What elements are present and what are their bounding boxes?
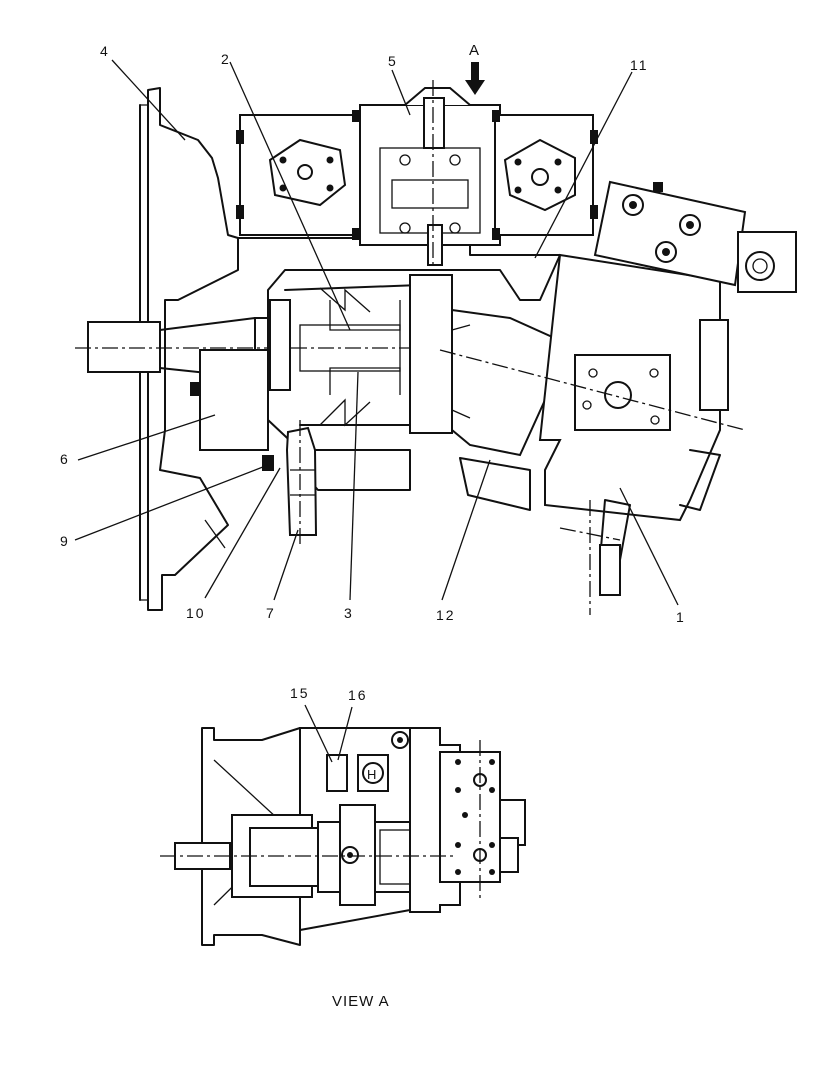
control-lever bbox=[262, 426, 318, 536]
main-side-view: A 4 2 5 11 6 9 10 7 3 12 bbox=[60, 42, 797, 625]
callout-12: 12 bbox=[436, 607, 456, 623]
cover-block bbox=[190, 349, 269, 451]
leader-lines bbox=[74, 59, 679, 606]
cylinder-axis bbox=[439, 349, 746, 431]
view-a-arrow: A bbox=[465, 42, 485, 95]
callout-11: 11 bbox=[630, 57, 649, 73]
callout-2: 2 bbox=[221, 51, 231, 67]
callouts: 4 2 5 11 6 9 10 7 3 12 1 bbox=[60, 43, 686, 625]
callout-10: 10 bbox=[186, 605, 206, 621]
control-valve-body bbox=[538, 253, 729, 596]
gear-pump bbox=[236, 87, 598, 266]
callout-4: 4 bbox=[100, 43, 110, 59]
pilot-valve bbox=[593, 180, 797, 293]
view-a-h-mark: H bbox=[367, 767, 376, 782]
callout-16: 16 bbox=[348, 687, 368, 703]
callout-1: 1 bbox=[676, 609, 686, 625]
view-a-arrow-label: A bbox=[469, 42, 479, 59]
callout-6: 6 bbox=[60, 451, 70, 467]
callout-5: 5 bbox=[388, 53, 398, 69]
callout-9: 9 bbox=[60, 533, 70, 549]
cylinder-block bbox=[451, 308, 572, 511]
view-a-drawing: H 15 16 bbox=[160, 685, 526, 946]
main-housing bbox=[237, 237, 561, 491]
callout-15: 15 bbox=[290, 685, 310, 701]
callout-7: 7 bbox=[266, 605, 276, 621]
callout-3: 3 bbox=[344, 605, 354, 621]
view-a-caption: VIEW A bbox=[332, 993, 390, 1010]
